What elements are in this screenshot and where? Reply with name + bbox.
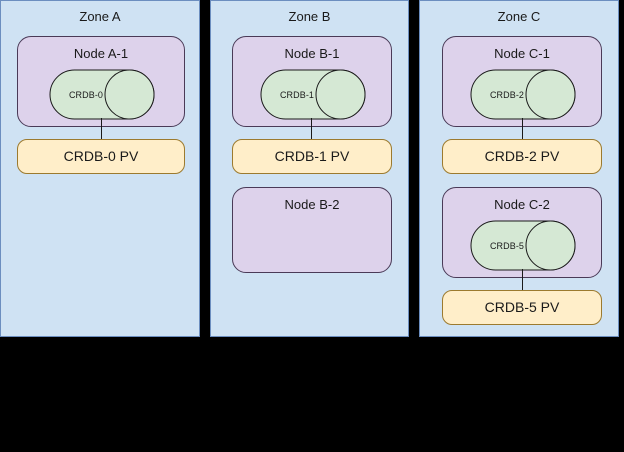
pv-label-crdb-1: CRDB-1 PV [274,148,350,164]
pv-label-crdb-5: CRDB-5 PV [484,299,560,315]
database-label-crdb-1: CRDB-1 [279,89,315,100]
connector-node-b-1-to-crdb-1-pv [311,118,312,140]
zone-title-b: Zone B [288,9,331,24]
zone-panel-b: Zone B Node B-1 CRDB-1 CRDB-1 PV Node B-… [210,0,409,337]
node-title-c-2: Node C-2 [494,197,550,212]
zone-panel-c: Zone C Node C-1 CRDB-2 CRDB-2 PV Node C-… [419,0,619,337]
pv-label-crdb-2: CRDB-2 PV [484,148,560,164]
pv-label-crdb-0: CRDB-0 PV [63,148,139,164]
zone-title-c: Zone C [497,9,541,24]
pv-box-crdb-0: CRDB-0 PV [17,139,185,174]
database-label-crdb-5: CRDB-5 [489,240,525,251]
database-cylinder-crdb-2: CRDB-2 [470,69,576,120]
connector-node-a-1-to-crdb-0-pv [101,118,102,140]
node-title-b-1: Node B-1 [284,46,340,61]
node-box-a-1: Node A-1 CRDB-0 [17,36,185,127]
connector-node-c-1-to-crdb-2-pv [522,118,523,140]
database-cylinder-crdb-5: CRDB-5 [470,220,576,271]
database-label-crdb-0: CRDB-0 [68,89,104,100]
node-title-b-2: Node B-2 [284,197,340,212]
node-title-c-1: Node C-1 [494,46,550,61]
node-box-c-1: Node C-1 CRDB-2 [442,36,602,127]
zone-title-a: Zone A [79,9,121,24]
database-cylinder-crdb-1: CRDB-1 [260,69,366,120]
zone-panel-a: Zone A Node A-1 CRDB-0 CRDB-0 PV [0,0,200,337]
node-box-b-1: Node B-1 CRDB-1 [232,36,392,127]
pv-box-crdb-2: CRDB-2 PV [442,139,602,174]
database-label-crdb-2: CRDB-2 [489,89,525,100]
pv-box-crdb-1: CRDB-1 PV [232,139,392,174]
node-box-c-2: Node C-2 CRDB-5 [442,187,602,278]
node-title-a-1: Node A-1 [73,46,129,61]
node-box-b-2: Node B-2 [232,187,392,273]
pv-box-crdb-5: CRDB-5 PV [442,290,602,325]
connector-node-c-2-to-crdb-5-pv [522,269,523,291]
database-cylinder-crdb-0: CRDB-0 [49,69,155,120]
